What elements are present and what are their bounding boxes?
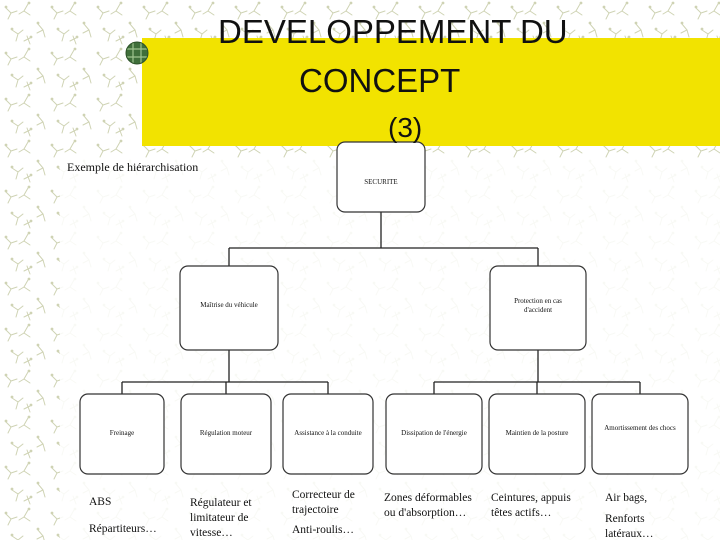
- label-protection-accident: Protection en cas d'accident: [514, 297, 562, 315]
- node-maintien-posture: [488, 393, 586, 475]
- leaf-renforts-lateraux: Renforts latéraux…: [605, 513, 654, 540]
- title-line-1: DEVELOPPEMENT DU: [218, 13, 568, 50]
- label-dissipation-energie: Dissipation de l'énergie: [401, 429, 467, 437]
- label-maitrise-vehicule: Maîtrise du véhicule: [200, 301, 258, 309]
- label-maintien-posture: Maintien de la posture: [505, 429, 569, 437]
- label-freinage: Freinage: [109, 429, 135, 437]
- leaf-correcteur-trajectoire: Correcteur de trajectoire: [292, 489, 355, 516]
- label-regulation-moteur: Régulation moteur: [199, 429, 253, 437]
- title-banner: [142, 38, 720, 146]
- label-securite: SECURITE: [364, 178, 398, 186]
- caption: Exemple de hiérarchisation: [67, 160, 199, 174]
- leaf-anti-roulis: Anti-roulis…: [292, 524, 354, 536]
- leaf-ceintures-appuis: Ceintures, appuis têtes actifs…: [491, 492, 571, 519]
- node-assistance-conduite: [282, 393, 374, 475]
- content-area: [60, 158, 720, 540]
- leaf-zones-deformables: Zones déformables ou d'absorption…: [384, 492, 472, 519]
- label-assistance-conduite: Assistance à la conduite: [294, 429, 362, 437]
- leaf-regulateur-limitateur: Régulateur et limitateur de vitesse…: [190, 497, 252, 539]
- leaf-air-bags: Air bags,: [605, 492, 648, 504]
- leaf-repartiteurs: Répartiteurs…: [89, 523, 157, 535]
- node-securite: [336, 141, 426, 213]
- title-line-3: (3): [388, 112, 423, 143]
- globe-logo-icon: [125, 41, 149, 65]
- node-dissipation-energie: [385, 393, 483, 475]
- node-maitrise-vehicule: [179, 265, 279, 351]
- node-freinage: [79, 393, 165, 475]
- node-amortissement-chocs: [591, 393, 689, 475]
- title-line-2: CONCEPT: [299, 62, 461, 99]
- label-amortissement-chocs: Amortissement des chocs: [604, 424, 676, 432]
- leaf-abs: ABS: [89, 496, 112, 508]
- node-regulation-moteur: [180, 393, 272, 475]
- tree-connectors: [121, 212, 641, 394]
- node-protection-accident: [489, 265, 587, 351]
